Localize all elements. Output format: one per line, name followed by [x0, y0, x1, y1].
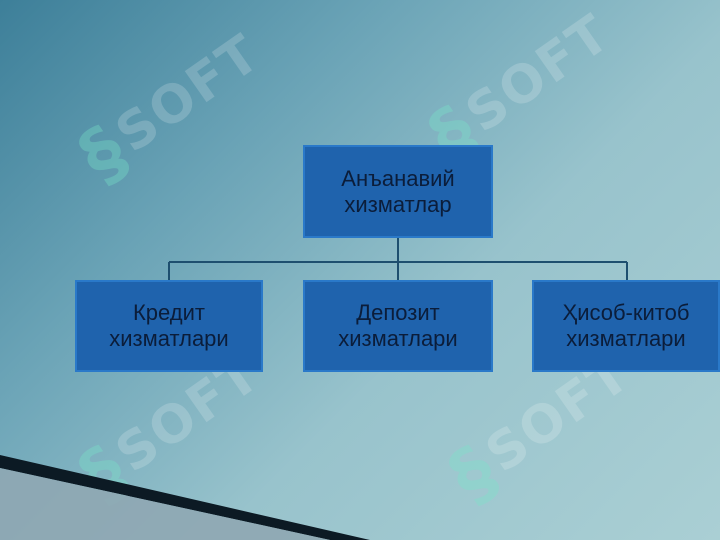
child-node-label-line2: хизматлари [109, 326, 229, 351]
root-node-label-line1: Анъанавий [341, 165, 455, 191]
child-node-label-line2: хизматлари [566, 326, 686, 351]
child-node-label-line1: Депозит [356, 300, 440, 325]
root-node-traditional-services: Анъанавий хизматлар [303, 145, 493, 238]
root-node-label-line2: хизматлар [344, 191, 452, 217]
child-node-label-line1: Кредит [132, 300, 205, 325]
slide-swoosh-light [0, 468, 330, 540]
child-node-label-line2: хизматлари [338, 326, 458, 351]
child-node-label-line1: Ҳисоб-китоб [562, 300, 690, 325]
child-node-deposit-services: Депозит хизматлари [303, 280, 493, 372]
child-node-credit-services: Кредит хизматлари [75, 280, 263, 372]
slide-swoosh-dark [0, 455, 370, 540]
child-node-settlement-services: Ҳисоб-китоб хизматлари [532, 280, 720, 372]
